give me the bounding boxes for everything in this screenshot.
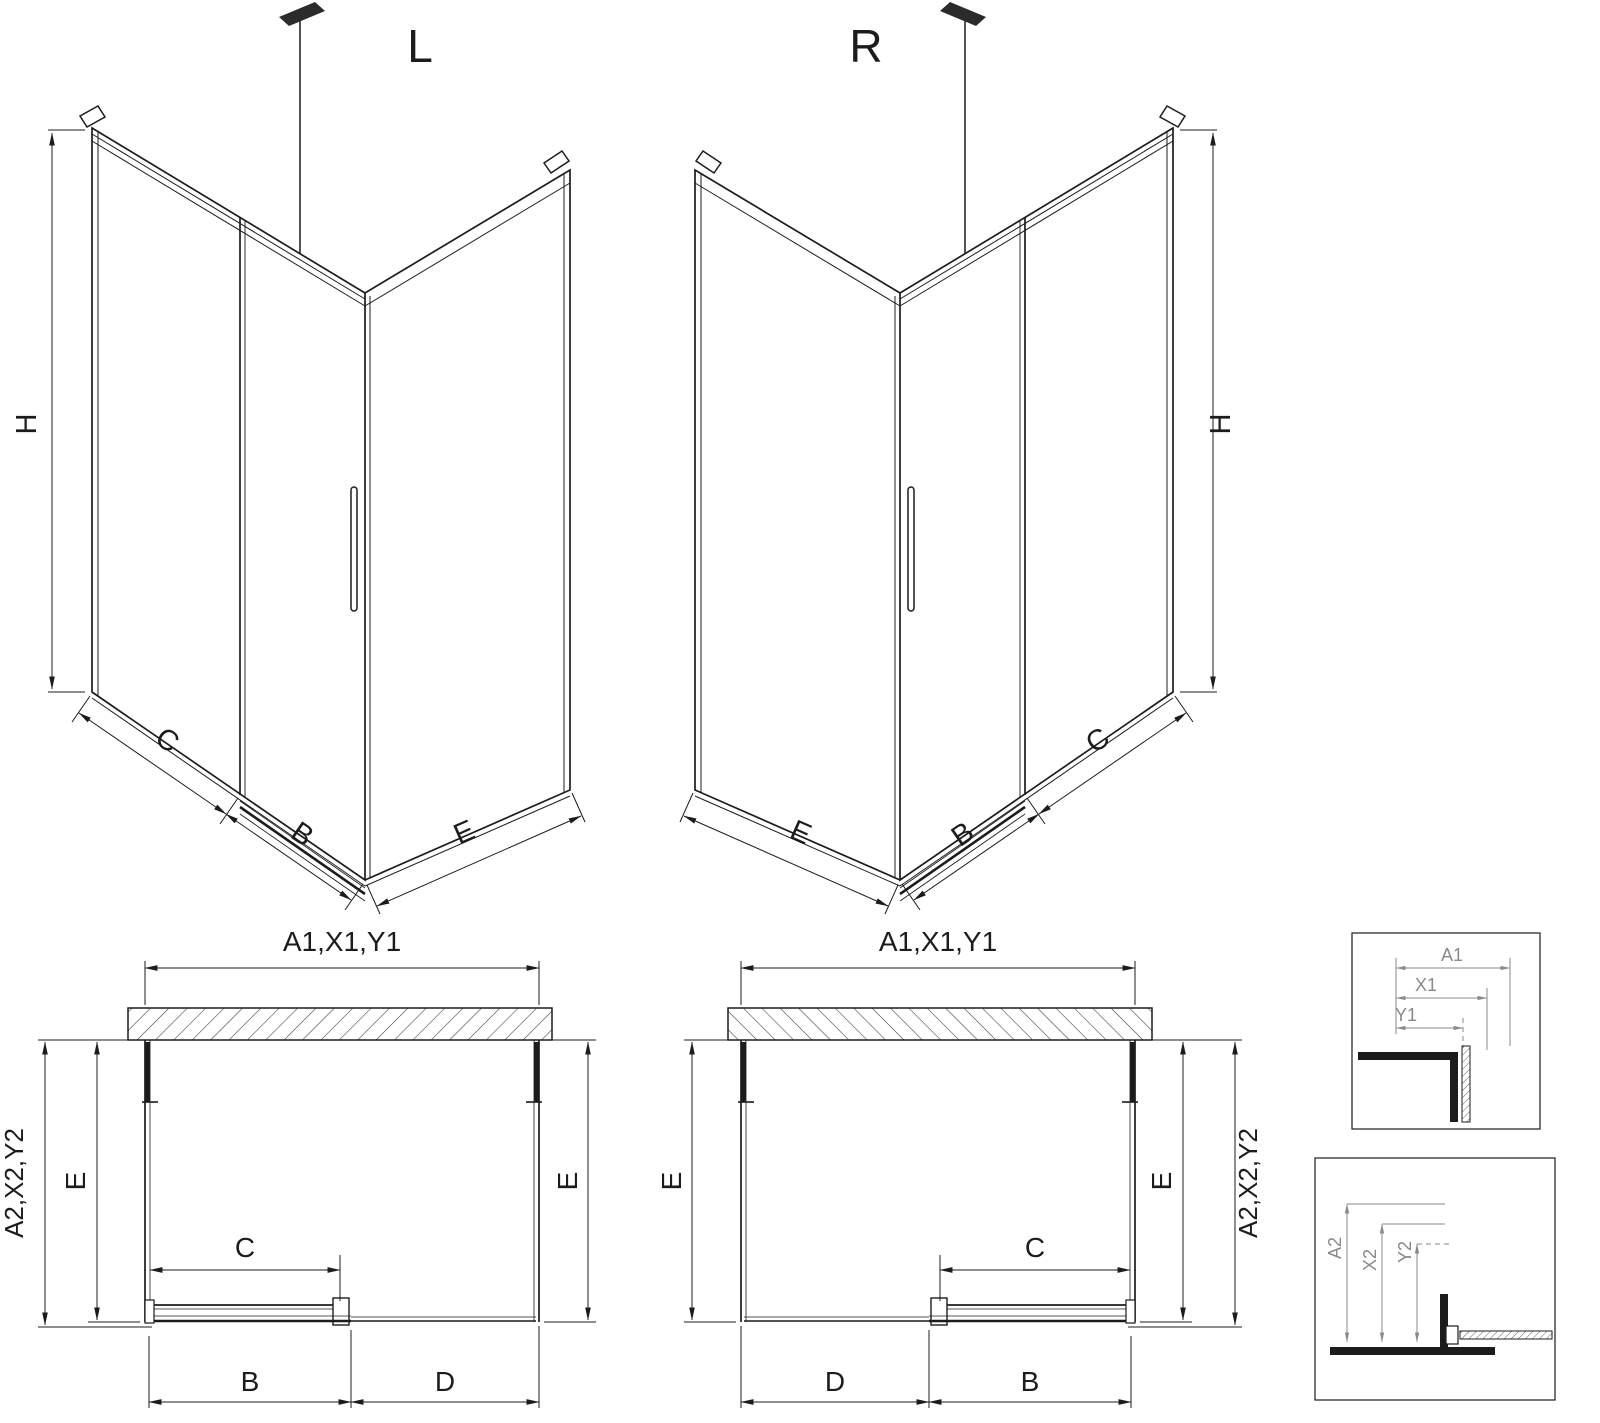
door-handle bbox=[350, 486, 358, 612]
dim-label-height-left: H bbox=[11, 414, 43, 435]
dim-label-c-left: C bbox=[149, 721, 184, 759]
detail-a2-dimensions bbox=[1344, 1203, 1452, 1343]
detail-a1-dimensions bbox=[1395, 958, 1511, 1056]
plan-left-e-label-right: E bbox=[552, 1172, 583, 1191]
wall-profile-section bbox=[1330, 1347, 1495, 1355]
detail-a2-label: A2 bbox=[1325, 1237, 1345, 1259]
plan-right-width-group-label: A1,X1,Y1 bbox=[879, 926, 997, 957]
detail-a1-label: A1 bbox=[1441, 945, 1463, 965]
plan-right-depth-group-label: A2,X2,Y2 bbox=[1233, 1128, 1263, 1238]
detail-y1-label: Y1 bbox=[1395, 1005, 1417, 1025]
plan-left-c-label: C bbox=[235, 1232, 255, 1263]
detail-y2-label: Y2 bbox=[1395, 1241, 1415, 1263]
iso-right-dimensions bbox=[680, 130, 1217, 914]
plan-side-glass-left bbox=[142, 1040, 158, 1322]
detail-border bbox=[1314, 1157, 1556, 1401]
detail-border bbox=[1351, 932, 1541, 1130]
plan-left-width-group-label: A1,X1,Y1 bbox=[283, 926, 401, 957]
plan-right-c-label: C bbox=[1025, 1232, 1045, 1263]
wall-section-hatched bbox=[127, 1007, 553, 1041]
plan-right-b-label: B bbox=[1021, 1366, 1040, 1397]
plan-front-door-assembly bbox=[144, 1297, 536, 1326]
wall-bracket-left bbox=[78, 105, 107, 128]
wall-bracket-right bbox=[542, 149, 571, 175]
variant-label-left: L bbox=[407, 20, 433, 72]
plan-right-e-label-left: E bbox=[656, 1172, 687, 1191]
detail-x1-label: X1 bbox=[1415, 975, 1437, 995]
variant-label-right: R bbox=[849, 20, 882, 72]
wall-profile-leg bbox=[1440, 1294, 1448, 1347]
detail-view-a1 bbox=[1351, 932, 1541, 1130]
iso-left-dimensions bbox=[48, 129, 586, 915]
iso-left-sliding-door bbox=[239, 217, 366, 902]
plan-left-e-label-left: E bbox=[60, 1172, 91, 1191]
dim-label-e-left: E bbox=[449, 814, 480, 851]
track-end-block bbox=[144, 1299, 155, 1324]
detail-x2-label: X2 bbox=[1360, 1249, 1380, 1271]
iso-left-linework bbox=[78, 2, 571, 902]
plan-side-glass-right bbox=[526, 1040, 542, 1322]
detail-view-a2 bbox=[1314, 1157, 1556, 1401]
glass-section bbox=[1461, 1045, 1471, 1123]
plan-right-e-label-right: E bbox=[1146, 1172, 1177, 1191]
door-end-cap bbox=[332, 1297, 350, 1326]
dim-label-c-right: C bbox=[1080, 721, 1115, 759]
plan-left-dimensions bbox=[38, 961, 596, 1408]
plan-left-depth-group-label: A2,X2,Y2 bbox=[0, 1128, 29, 1238]
plan-left-b-label: B bbox=[241, 1366, 260, 1397]
iso-left-side-panel bbox=[364, 168, 571, 887]
iso-left-back-panel bbox=[91, 126, 366, 887]
ceiling-bracket bbox=[279, 2, 325, 26]
dim-label-e-right: E bbox=[785, 814, 816, 851]
plan-right-d-label: D bbox=[825, 1366, 845, 1397]
wall-profile-section bbox=[1358, 1052, 1458, 1060]
dim-label-height-right: H bbox=[1205, 414, 1237, 435]
plan-left-linework bbox=[127, 1007, 553, 1326]
corner-connector bbox=[1445, 1325, 1459, 1345]
glass-section bbox=[1459, 1330, 1553, 1340]
iso-right-linework bbox=[693, 0, 1187, 903]
wall-profile-leg bbox=[1450, 1052, 1458, 1122]
dim-label-b-left: B bbox=[285, 816, 319, 853]
iso-left-support-bar bbox=[279, 2, 325, 254]
plan-left-d-label: D bbox=[435, 1366, 455, 1397]
